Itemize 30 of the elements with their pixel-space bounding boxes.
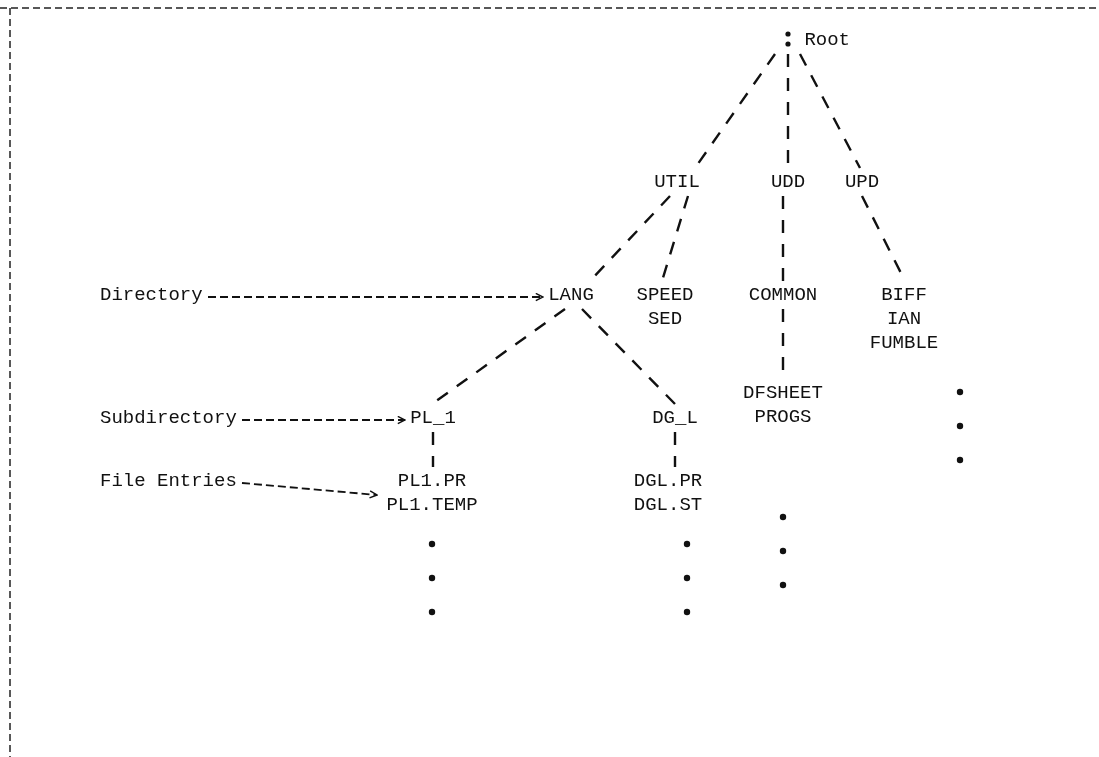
directory-entry: PROGS — [754, 405, 812, 429]
directory-entry: Directory — [100, 283, 206, 307]
directory-entry: DFSHEET — [743, 381, 823, 405]
directory-entry: PL_1 — [408, 406, 458, 430]
directory-entry: PL1.PR — [397, 469, 467, 493]
tree-line — [798, 53, 862, 169]
directory-entry: File Entries — [100, 469, 240, 493]
directory-entry: DGL.PR — [633, 469, 703, 493]
tree-line — [673, 432, 677, 467]
directory-entry: UDD — [770, 170, 806, 194]
directory-entry: DG_L — [650, 406, 700, 430]
tree-line — [781, 196, 785, 281]
directory-entry: SED — [647, 307, 683, 331]
directory-entry: Root — [765, 28, 850, 52]
directory-entry: COMMON — [748, 283, 818, 307]
tree-line — [431, 432, 435, 467]
tree-line — [581, 308, 676, 405]
directory-entry: DGL.ST — [633, 493, 703, 517]
directory-entry: IAN — [886, 307, 922, 331]
directory-entry: BIFF — [881, 283, 927, 307]
leader-arrow — [207, 292, 544, 302]
directory-entry: UPD — [842, 170, 882, 194]
leader-arrow — [241, 415, 406, 425]
directory-entry: LANG — [546, 283, 596, 307]
directory-entry: FUMBLE — [869, 331, 939, 355]
directory-entry: SPEED — [636, 283, 694, 307]
leader-arrow — [241, 482, 378, 499]
directory-entry: PL1.TEMP — [386, 493, 478, 517]
directory-entry: Subdirectory — [100, 406, 240, 430]
directory-entry: UTIL — [652, 170, 702, 194]
